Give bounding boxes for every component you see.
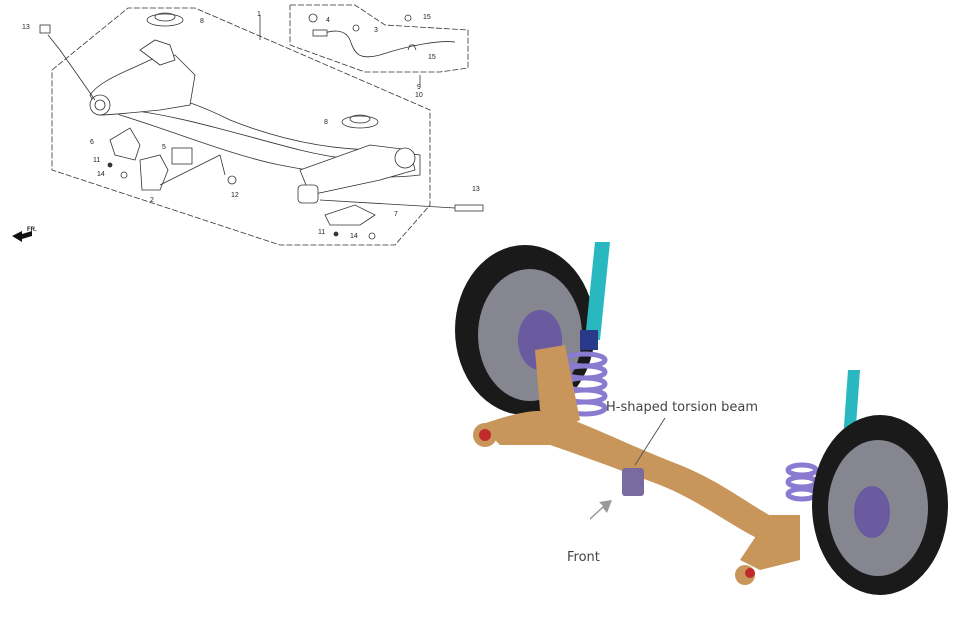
callout-1: 1 bbox=[257, 11, 261, 18]
left-shock-absorber bbox=[580, 242, 610, 350]
exploded-parts-diagram: 13 8 1 4 3 15 15 9 10 8 6 5 11 14 2 12 1… bbox=[0, 0, 490, 260]
assembly-boundary bbox=[51, 7, 431, 246]
parts-line-art bbox=[12, 4, 484, 246]
callout-11: 11 bbox=[318, 229, 326, 236]
callout-11: 11 bbox=[93, 157, 101, 164]
callout-6: 6 bbox=[90, 139, 94, 146]
callout-5: 5 bbox=[162, 144, 166, 151]
sensor-boundary bbox=[289, 4, 469, 73]
callout-7: 7 bbox=[394, 211, 398, 218]
front-direction-arrow bbox=[12, 231, 32, 242]
callout-14: 14 bbox=[97, 171, 105, 178]
torsion-beam bbox=[473, 345, 800, 585]
callout-15: 15 bbox=[423, 14, 431, 21]
callout-3: 3 bbox=[374, 27, 378, 34]
render-art bbox=[455, 242, 948, 595]
callout-14: 14 bbox=[350, 233, 358, 240]
callout-13: 13 bbox=[22, 24, 30, 31]
callout-8: 8 bbox=[324, 119, 328, 126]
callout-10: 10 bbox=[415, 92, 423, 99]
front-arrow-label: FR. bbox=[27, 227, 37, 233]
callout-4: 4 bbox=[326, 17, 330, 24]
right-wheel bbox=[812, 415, 948, 595]
callout-9: 9 bbox=[417, 84, 421, 91]
right-coil-spring bbox=[785, 462, 819, 502]
callout-8: 8 bbox=[200, 18, 204, 25]
front-arrow-icon bbox=[590, 500, 612, 520]
callout-13: 13 bbox=[472, 186, 480, 193]
callout-12: 12 bbox=[231, 192, 239, 199]
front-label: Front bbox=[567, 550, 600, 565]
suspension-render: H-shaped torsion beam Front bbox=[440, 230, 963, 637]
callout-15: 15 bbox=[428, 54, 436, 61]
beam-label: H-shaped torsion beam bbox=[606, 400, 759, 415]
callout-2: 2 bbox=[150, 197, 154, 204]
beam-label-leader bbox=[634, 417, 666, 466]
